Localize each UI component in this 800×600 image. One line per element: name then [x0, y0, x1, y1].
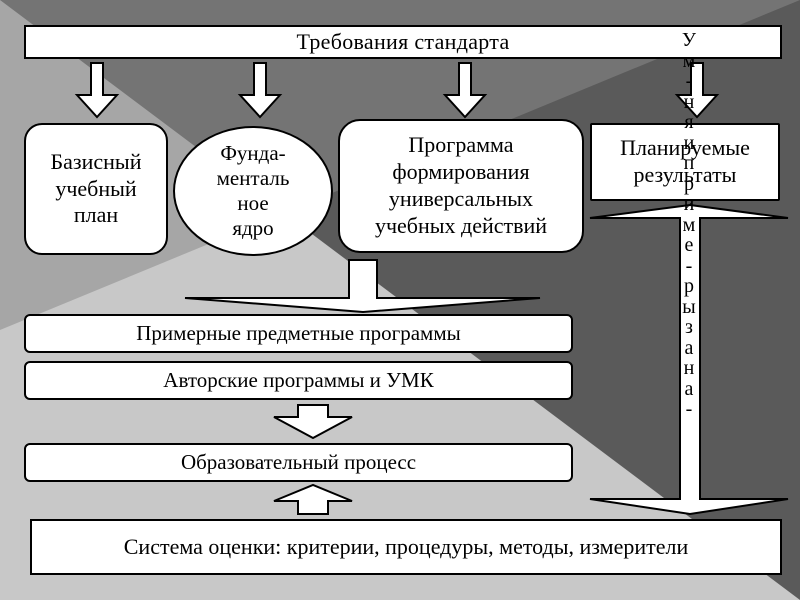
- vertical-char: ы: [682, 295, 696, 318]
- assessment-system-box: Система оценки: критерии, процедуры, мет…: [30, 519, 782, 575]
- basic-curriculum-line: Базисный: [50, 148, 142, 174]
- vertical-char: и: [683, 193, 695, 215]
- vertical-overflow-text: У м - н я и п р и м е - р ы з а н а -: [676, 30, 702, 600]
- uud-program-line: Программа: [408, 132, 514, 158]
- vertical-char: а: [684, 336, 694, 359]
- fundamental-core-line: менталь: [216, 166, 290, 191]
- author-programs-label: Авторские программы и УМК: [163, 368, 434, 392]
- planned-results-box: Планируемые результаты: [590, 123, 780, 201]
- basic-curriculum-line: план: [73, 202, 119, 228]
- basic-curriculum-label: Базисный учебный план: [51, 149, 142, 229]
- planned-results-line: Планируемые: [620, 135, 750, 161]
- vertical-char: р: [684, 275, 694, 297]
- standard-requirements-label: Требования стандарта: [296, 29, 510, 54]
- vertical-char: -: [685, 70, 693, 92]
- planned-results-label: Планируемые результаты: [620, 135, 750, 189]
- vertical-char: н: [683, 357, 695, 379]
- fundamental-core-line: ное: [237, 191, 269, 215]
- vertical-char: а: [684, 377, 694, 400]
- vertical-char: м: [682, 213, 696, 236]
- educational-process-box: Образовательный процесс: [24, 443, 573, 482]
- assessment-system-label: Система оценки: критерии, процедуры, мет…: [123, 534, 689, 559]
- planned-results-line: результаты: [633, 162, 737, 187]
- vertical-char: з: [685, 316, 693, 338]
- subject-programs-box: Примерные предметные программы: [24, 314, 573, 353]
- fundamental-core-line: ядро: [232, 215, 274, 240]
- standard-requirements-box: Требования стандарта: [24, 25, 782, 59]
- uud-program-box: Программа формирования универсальных уче…: [338, 119, 584, 253]
- vertical-char: и: [683, 131, 695, 154]
- fundamental-core-ellipse: Фунда- менталь ное ядро: [173, 126, 333, 256]
- fundamental-core-line: Фунда-: [220, 141, 286, 166]
- uud-program-label: Программа формирования универсальных уче…: [375, 132, 547, 239]
- vertical-char: -: [685, 398, 693, 420]
- uud-program-line: универсальных: [388, 186, 534, 211]
- vertical-char: е: [684, 234, 694, 256]
- educational-process-label: Образовательный процесс: [180, 450, 417, 474]
- vertical-char: м: [682, 49, 696, 72]
- subject-programs-label: Примерные предметные программы: [136, 321, 461, 345]
- fundamental-core-label: Фунда- менталь ное ядро: [217, 141, 290, 240]
- basic-curriculum-box: Базисный учебный план: [24, 123, 168, 255]
- author-programs-box: Авторские программы и УМК: [24, 361, 573, 400]
- uud-program-line: учебных действий: [374, 212, 548, 238]
- vertical-char: -: [685, 254, 693, 277]
- basic-curriculum-line: учебный: [55, 175, 137, 201]
- vertical-char: п: [683, 152, 695, 174]
- vertical-char: н: [683, 90, 695, 113]
- uud-program-line: формирования: [392, 159, 530, 185]
- vertical-char: У: [681, 30, 697, 51]
- vertical-char: я: [684, 111, 694, 133]
- vertical-char: р: [684, 172, 694, 195]
